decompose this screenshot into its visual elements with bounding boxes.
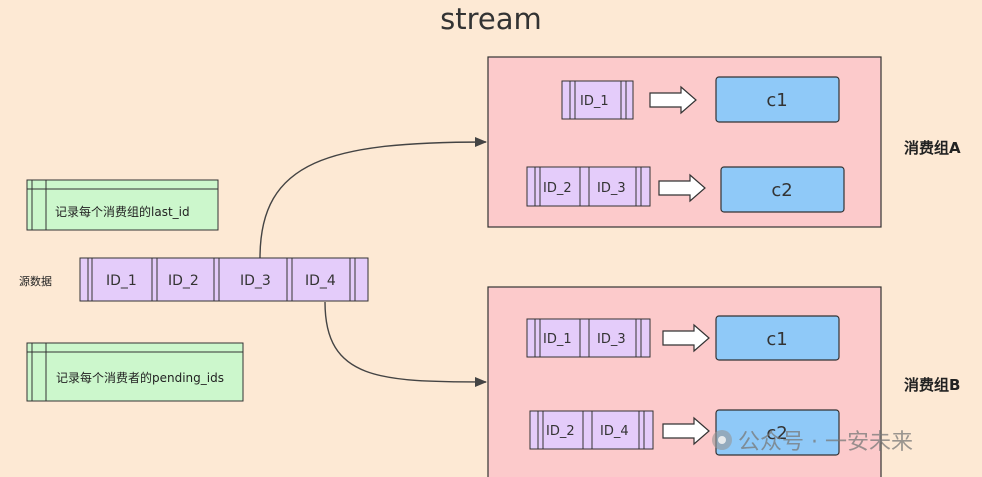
group-b-label: 消费组B	[904, 376, 961, 394]
group-b-c2-ids: ID_2 ID_4	[529, 410, 654, 450]
source-id-2: ID_2	[168, 273, 199, 289]
group-b-consumer-c1: c1	[715, 315, 840, 361]
group-b-c2-label: c2	[766, 423, 787, 444]
group-a-c1-arrow-icon	[649, 85, 697, 115]
group-b-c1-id-2: ID_3	[597, 332, 626, 347]
group-b-c1-arrow-icon	[662, 323, 710, 353]
connector-to-group-a	[259, 137, 487, 259]
group-b-consumer-c2: c2	[715, 409, 840, 456]
group-a-c2-id-1: ID_2	[543, 181, 572, 196]
source-id-1: ID_1	[106, 273, 137, 289]
note-last-id-text: 记录每个消费组的last_id	[55, 204, 190, 219]
group-b-c2-id-1: ID_2	[546, 424, 575, 439]
group-a-consumer-c2: c2	[720, 166, 845, 213]
group-a-label: 消费组A	[904, 139, 961, 157]
group-a-c2-arrow-icon	[658, 173, 706, 203]
diagram-title: stream	[440, 2, 542, 36]
group-a-consumer-c1: c1	[715, 76, 840, 123]
note-last-id: 记录每个消费组的last_id	[26, 179, 219, 231]
source-id-3: ID_3	[240, 273, 271, 289]
note-pending-ids-text: 记录每个消费者的pending_ids	[56, 370, 224, 385]
wechat-icon	[712, 430, 732, 450]
group-b-c1-label: c1	[766, 329, 787, 350]
note-pending-ids: 记录每个消费者的pending_ids	[26, 342, 244, 402]
group-b-c2-id-2: ID_4	[600, 424, 629, 439]
group-a-c2-label: c2	[771, 180, 792, 201]
group-a-c2-id-2: ID_3	[597, 181, 626, 196]
watermark-text: 公众号 · 一安未来	[738, 430, 913, 455]
group-b-c2-arrow-icon	[662, 416, 710, 446]
group-a-c1-id-1: ID_1	[580, 94, 609, 109]
group-a-c1-label: c1	[766, 90, 787, 111]
group-b-c1-id-1: ID_1	[543, 332, 572, 347]
source-id-strip: ID_1 ID_2 ID_3 ID_4	[79, 257, 369, 302]
watermark: 公众号 · 一安未来	[712, 424, 913, 456]
source-id-4: ID_4	[305, 273, 336, 289]
group-a-c2-ids: ID_2 ID_3	[526, 166, 651, 207]
connector-to-group-b	[324, 301, 487, 387]
group-b-c1-ids: ID_1 ID_3	[526, 318, 651, 358]
source-data-label: 源数据	[19, 275, 52, 288]
group-a-c1-ids: ID_1	[561, 80, 634, 120]
